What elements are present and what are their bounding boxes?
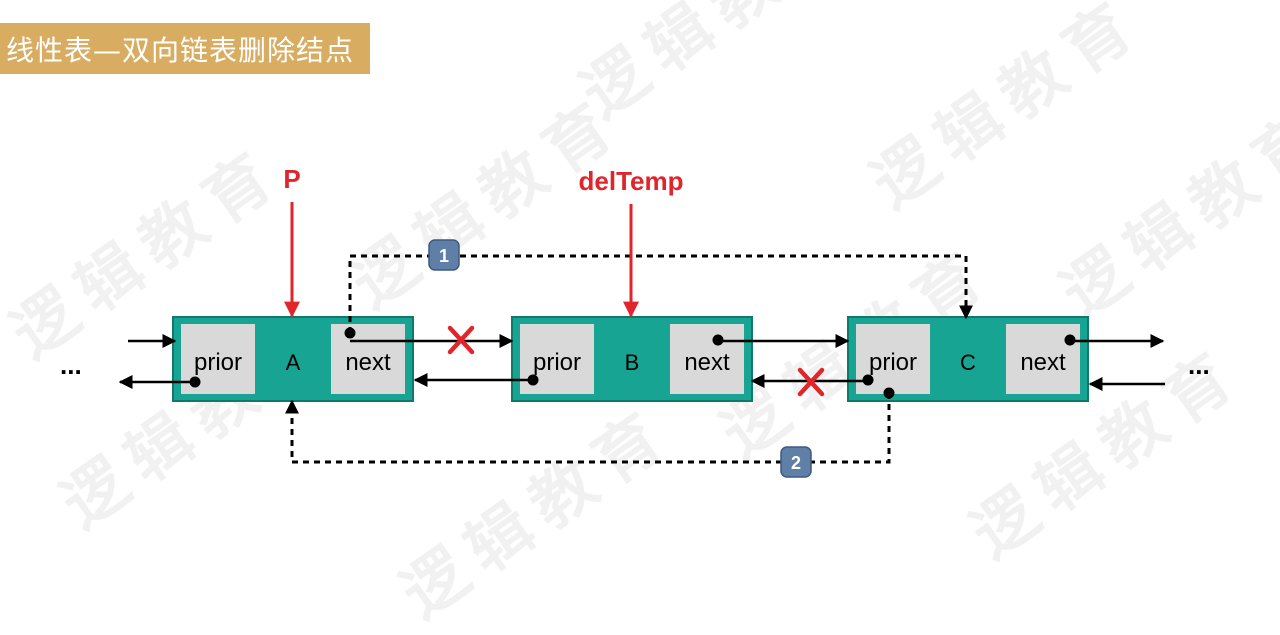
step-1-dashed-arrow <box>348 254 973 333</box>
node-c: prior C next <box>847 316 1089 402</box>
page-title: 线性表—双向链表删除结点 <box>6 33 355 67</box>
node-data-label: B <box>625 350 640 375</box>
badge-number: 2 <box>791 453 801 473</box>
cross-mark-a-to-b <box>447 325 475 355</box>
cross-mark-c-to-b <box>797 367 825 397</box>
title-banner: 线性表—双向链表删除结点 <box>0 23 370 74</box>
next-field <box>331 324 405 394</box>
node-b: prior B next <box>511 316 753 402</box>
pointer-p-label: P <box>283 164 300 194</box>
dashed-arrows <box>285 254 973 464</box>
node-a: prior A next <box>172 316 414 402</box>
pointer-p: P <box>283 164 301 318</box>
pointer-dot <box>1064 334 1076 346</box>
pointer-deltemp-label: delTemp <box>579 166 684 196</box>
node-data-label: C <box>960 350 976 375</box>
prior-label: prior <box>533 349 581 376</box>
next-label: next <box>345 349 391 376</box>
step-badge-2: 2 <box>780 446 812 478</box>
badge-number: 1 <box>439 246 449 266</box>
pointer-dot <box>189 376 201 388</box>
step-badge-1: 1 <box>428 239 460 271</box>
next-label: next <box>1020 349 1066 376</box>
b-prior-to-a-arrow <box>413 373 535 387</box>
pointer-deltemp: delTemp <box>579 166 684 318</box>
badge-background <box>428 239 460 271</box>
prior-label: prior <box>194 349 242 376</box>
prior-label: prior <box>869 349 917 376</box>
badge-background <box>780 446 812 478</box>
pointer-dot <box>862 374 874 386</box>
next-label: next <box>684 349 730 376</box>
ellipsis-right: ... <box>1188 350 1210 380</box>
node-data-label: A <box>286 350 301 375</box>
ellipsis-left: ... <box>60 350 82 380</box>
next-field <box>670 324 744 394</box>
pointer-dot <box>527 374 539 386</box>
pointer-dot <box>712 334 724 346</box>
step-2-dashed-arrow <box>285 393 891 464</box>
linked-list-diagram: ... ... prior A next prior B next prior … <box>60 164 1210 478</box>
